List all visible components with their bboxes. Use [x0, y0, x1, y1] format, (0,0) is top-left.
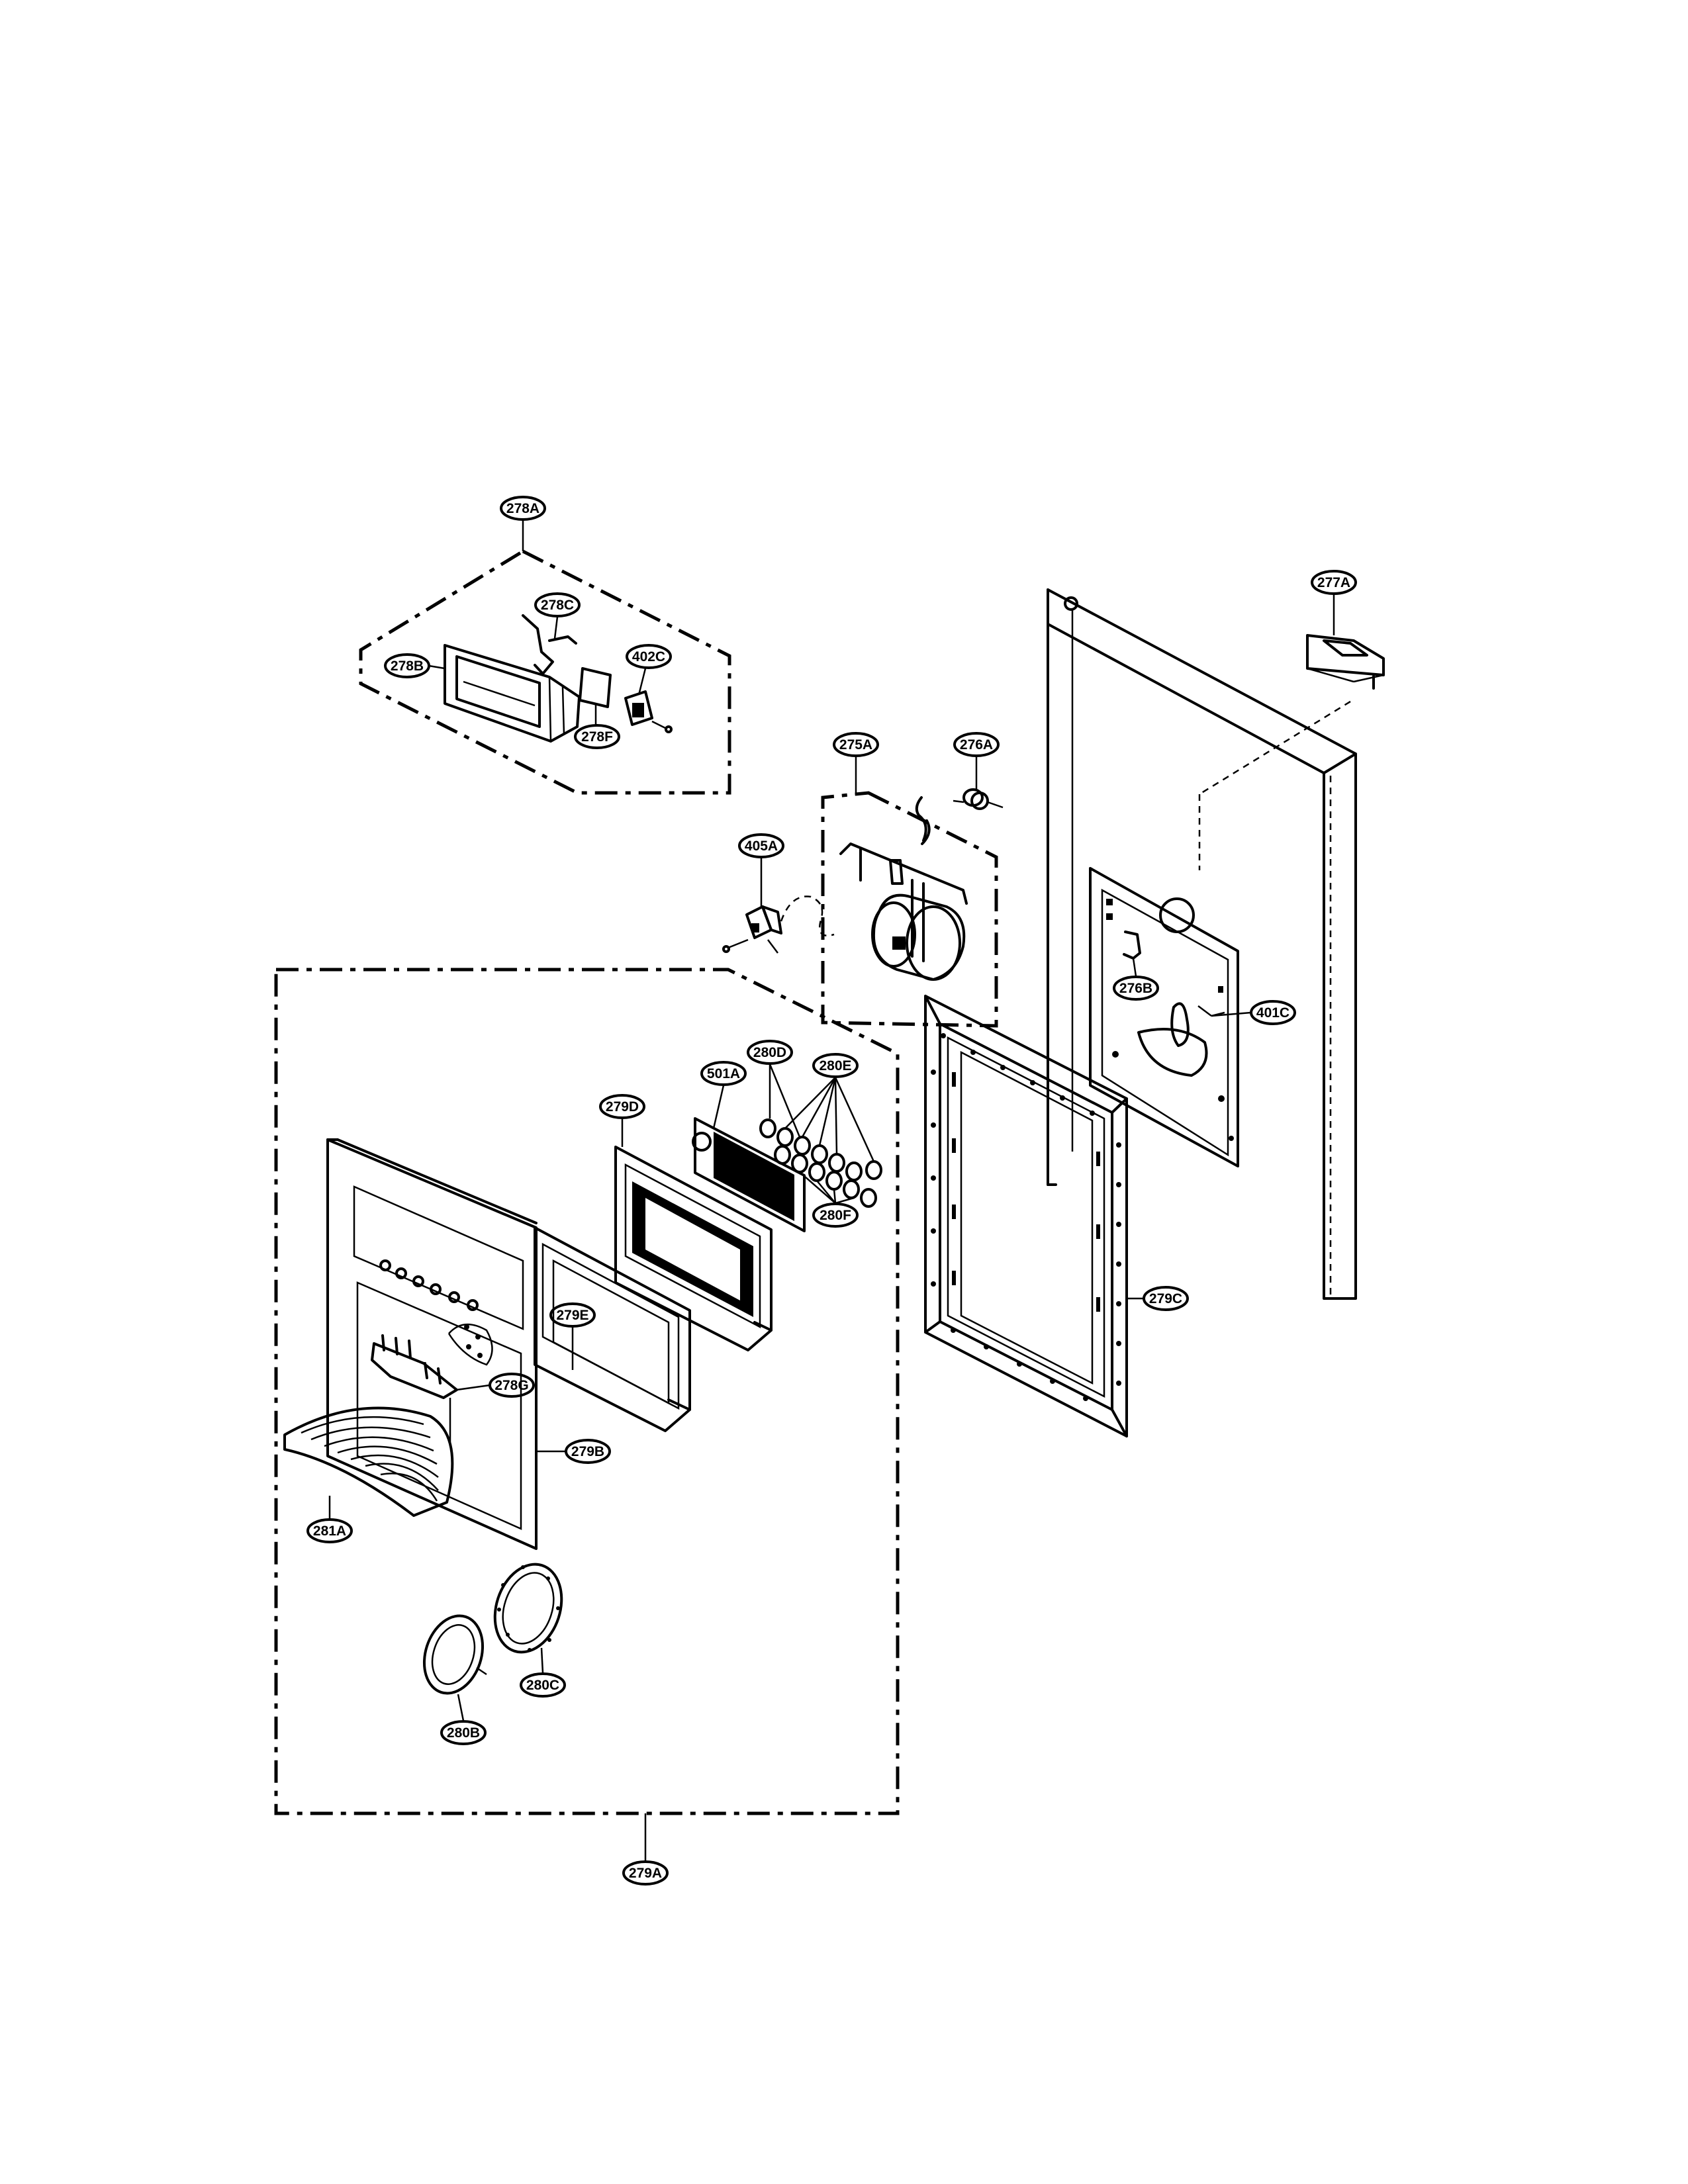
part-276a-spring: [953, 788, 1004, 810]
part-279c-frame: [924, 995, 1128, 1437]
part-280b-ring: [422, 1614, 487, 1695]
svg-text:280E: 280E: [819, 1058, 851, 1073]
svg-text:280C: 280C: [526, 1678, 559, 1693]
leader-lines: [328, 520, 1335, 1861]
callout-501a: 501A: [700, 1061, 747, 1086]
callout-279c: 279C: [1143, 1286, 1189, 1311]
svg-text:280B: 280B: [447, 1725, 480, 1741]
assembly-278a-outline: [359, 549, 731, 795]
callout-278a: 278A: [500, 496, 546, 521]
svg-text:279E: 279E: [556, 1308, 588, 1323]
svg-text:275A: 275A: [839, 737, 872, 752]
svg-text:405A: 405A: [745, 839, 778, 854]
svg-text:280D: 280D: [753, 1045, 786, 1060]
part-279b-front-panel: [326, 1138, 538, 1550]
svg-text:276B: 276B: [1119, 981, 1152, 996]
part-278g-lever: [371, 1334, 458, 1443]
part-405a-solenoid: [722, 895, 835, 954]
callout-280e: 280E: [812, 1053, 859, 1078]
callout-275a: 275A: [833, 732, 879, 757]
callout-402c: 402C: [626, 644, 672, 669]
callout-278b: 278B: [384, 653, 430, 678]
part-281a-drip-tray: [283, 1406, 454, 1517]
part-279d-display-frame: [614, 1146, 773, 1351]
part-280e-buttons: [759, 1118, 882, 1208]
callout-279d: 279D: [599, 1094, 645, 1119]
svg-text:402C: 402C: [632, 649, 665, 664]
callout-280c: 280C: [520, 1672, 566, 1698]
svg-text:276A: 276A: [960, 737, 993, 752]
part-278f-pad: [579, 667, 612, 708]
svg-text:279B: 279B: [571, 1444, 604, 1459]
door-panel: [1047, 588, 1357, 1300]
svg-text:278C: 278C: [541, 598, 574, 613]
svg-text:279D: 279D: [606, 1099, 639, 1115]
door-recess: [1089, 867, 1239, 1167]
part-277a-cap: [1198, 634, 1385, 870]
callout-280b: 280B: [440, 1720, 487, 1745]
assembly-275a-outline: [821, 791, 998, 1028]
part-501a-display-module: [692, 1117, 806, 1232]
part-276b-clip: [1123, 931, 1141, 960]
callout-277a: 277A: [1311, 570, 1357, 595]
part-280c-gasket: [493, 1563, 563, 1654]
callout-279e: 279E: [549, 1302, 596, 1328]
callout-280f: 280F: [812, 1203, 859, 1228]
part-402c-switch: [624, 690, 673, 733]
callout-279a: 279A: [622, 1860, 669, 1886]
callout-278f: 278F: [574, 724, 620, 749]
svg-text:278F: 278F: [581, 729, 613, 745]
part-278c-bracket: [522, 614, 577, 675]
svg-text:279A: 279A: [629, 1866, 662, 1881]
callout-281a: 281A: [306, 1518, 353, 1543]
callout-276b: 276B: [1113, 976, 1159, 1001]
svg-text:279C: 279C: [1149, 1291, 1182, 1306]
assembly-279a-outline: [274, 968, 900, 1815]
part-275a-motor: [839, 796, 968, 981]
callout-278g: 278G: [489, 1373, 535, 1398]
svg-text:278G: 278G: [494, 1378, 528, 1393]
svg-text:278A: 278A: [506, 501, 539, 516]
svg-text:501A: 501A: [707, 1066, 740, 1081]
svg-text:401C: 401C: [1256, 1005, 1289, 1021]
callout-279b: 279B: [565, 1439, 611, 1464]
callout-276a: 276A: [953, 732, 1000, 757]
svg-text:277A: 277A: [1317, 575, 1350, 590]
part-278b-housing: [444, 644, 581, 743]
svg-text:280F: 280F: [820, 1208, 851, 1223]
callout-278c: 278C: [534, 592, 581, 617]
callout-401c: 401C: [1250, 1000, 1296, 1025]
svg-text:278B: 278B: [391, 659, 424, 674]
svg-text:281A: 281A: [313, 1524, 346, 1539]
callout-405a: 405A: [738, 833, 784, 858]
callout-280d: 280D: [747, 1040, 793, 1065]
